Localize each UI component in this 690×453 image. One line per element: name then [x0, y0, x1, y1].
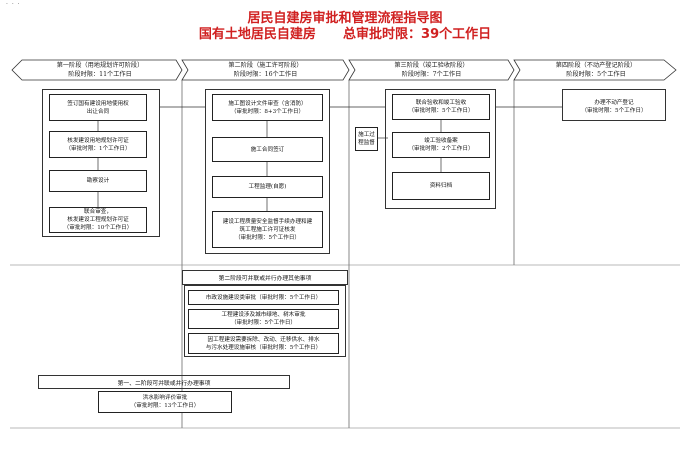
stage-arrow-1 [11, 59, 183, 81]
row-separators [10, 264, 680, 429]
flow-box-construction-permit: 建设工程质量安全监督手续办理和建 筑工程施工许可证核发 （审批时限：5个工作日） [212, 211, 323, 248]
stage-1-panel [42, 89, 160, 237]
stage-banner [11, 59, 677, 81]
title-main: 居民自建房审批和管理流程指导图 [247, 11, 443, 26]
flow-box-acceptance-filing: 竣工验收备案 （审批时限：2个工作日） [392, 132, 490, 158]
flow-connectors [97, 106, 562, 211]
stage-3-label: 第三阶段（竣工验收阶段）阶段时限：7个工作日 [394, 62, 469, 78]
flow-box-construction-contract: 施工合同签订 [212, 137, 323, 162]
flow-box-property-registration: 办理不动产登记 （审批时限：5个工作日） [566, 96, 662, 117]
title-sub: 国有土地居民自建房 总审批时限：39个工作日 [198, 27, 492, 42]
stage-arrow-3 [348, 59, 515, 81]
stage-1-label: 第一阶段（用地规划许可阶段）阶段时限：11个工作日 [56, 62, 144, 78]
stage-3-panel [385, 89, 496, 209]
stage-4-label: 第四阶段（不动产登记阶段）阶段时限：5个工作日 [555, 62, 637, 78]
flow-box-drawing-review: 施工图设计文件审查（含消防） （审批时限：8+3个工作日） [212, 94, 323, 121]
stage-arrow-2 [181, 59, 350, 81]
parallel-12-header: 第一、二阶段可并联或并行办理事项 [38, 375, 290, 389]
stage-2-label: 第二阶段（施工许可阶段）阶段时限：16个工作日 [228, 62, 303, 78]
column-separators [181, 80, 515, 428]
stage-arrow-4 [513, 59, 677, 81]
stage-4-panel [562, 89, 666, 121]
parallel-2-header: 第二阶段可并联或并行办理其他事项 [182, 270, 348, 285]
flow-box-planning-permit: 核发建设用地规划许可证 （审批时限：1个工作日） [49, 131, 147, 158]
flow-box-land-contract: 签订国有建设用地使用权 出让合同 [49, 94, 147, 121]
flow-box-supervision: 工程监理(自愿) [212, 176, 323, 198]
flow-box-joint-acceptance: 联合验收和竣工验收 （审批时限：5个工作日） [392, 94, 490, 120]
flow-box-archiving: 资料归档 [392, 172, 490, 200]
parallel-2-panel [184, 285, 346, 357]
parallel-box-municipal: 市政设施建设类审批（审批时限：5个工作日） [188, 290, 339, 305]
parallel-box-greenery: 工程建设涉及城市绿地、树木审批 （审批时限：5个工作日） [188, 309, 339, 329]
flow-box-process-supervision: 施工过 程监督 [355, 127, 378, 151]
flow-box-survey-design: 勘察设计 [49, 170, 147, 192]
parallel-box-water-facility: 因工程建设需要拆除、改动、迁移供水、排水 与污水处理设施审核（审批时限：5个工作… [188, 333, 339, 354]
stage-2-panel [205, 89, 330, 254]
flow-box-engineering-permit: 联合审查， 核发建设工程规划许可证 （审批时限：10个工作日） [49, 207, 147, 233]
parallel-box-flood-assessment: 洪水影响评价审批 （审批时限：13个工作日） [98, 391, 232, 413]
corner-marks: · · · [6, 1, 21, 8]
